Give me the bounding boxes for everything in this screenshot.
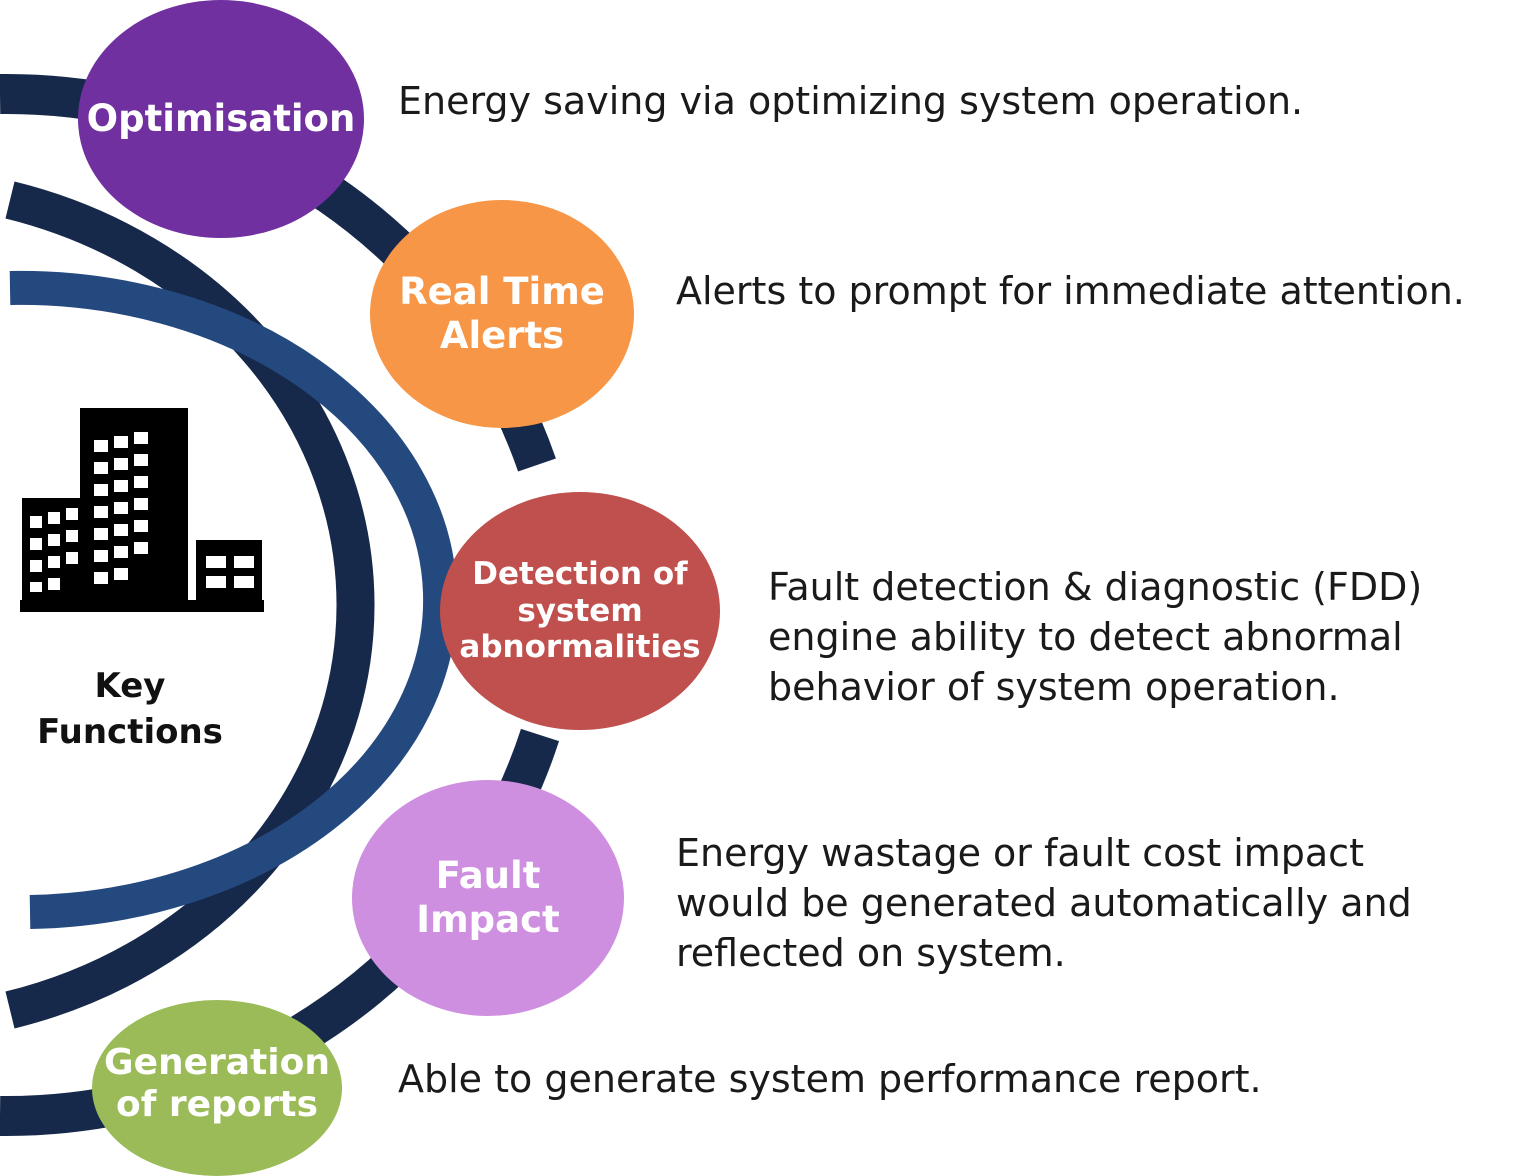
desc-optimisation: Energy saving via optimizing system oper…	[398, 79, 1304, 123]
building-windows	[30, 432, 254, 592]
node-fault-impact: Fault Impact	[352, 780, 624, 1016]
inner-arc	[9, 270, 458, 929]
node-generation-of-reports: Generation of reports	[92, 1000, 342, 1176]
node-real-time-alerts: Real Time Alerts	[370, 200, 634, 428]
desc-detection: Fault detection & diagnostic (FDD) engin…	[768, 565, 1423, 709]
desc-generation-of-reports: Able to generate system performance repo…	[398, 1057, 1262, 1101]
node-detection: Detection of system abnormalities	[440, 492, 720, 730]
desc-real-time-alerts: Alerts to prompt for immediate attention…	[676, 269, 1465, 313]
desc-fault-impact: Energy wastage or fault cost impact woul…	[676, 831, 1412, 975]
center-label: Key Functions	[37, 666, 223, 752]
middle-arc	[5, 181, 375, 1029]
node-optimisation: Optimisation	[78, 0, 364, 238]
